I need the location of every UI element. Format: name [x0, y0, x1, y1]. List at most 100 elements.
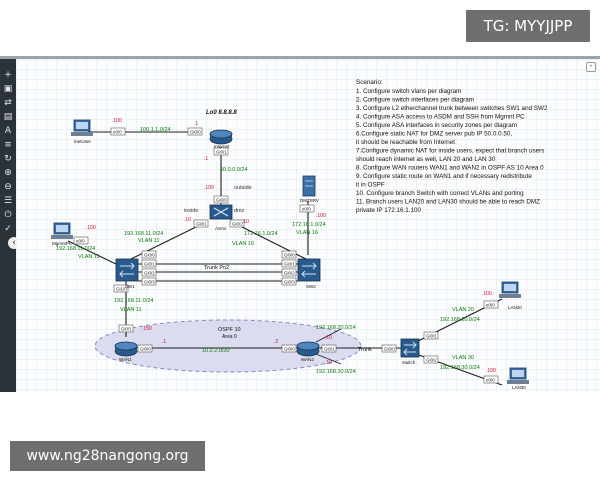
- lan30-ip: .100: [486, 368, 496, 374]
- scenario-line: 5. Configure ASA interfaces in security …: [356, 122, 517, 129]
- port-mgmtpc-e0: e0/0: [76, 239, 85, 244]
- inside-vlan-label: VLAN 11: [138, 238, 160, 244]
- refresh-icon[interactable]: ↻: [4, 154, 12, 164]
- asa-inside-octet: .10: [184, 217, 191, 223]
- ospf-area: Area 0: [222, 334, 237, 340]
- power-icon[interactable]: ⏻: [4, 210, 12, 220]
- port-wan2-g00: Gi0/0: [284, 347, 295, 352]
- port-box: [281, 250, 297, 259]
- top-border: [0, 56, 600, 59]
- asa-inside-label: inside: [184, 208, 198, 214]
- internet-outside-octet: .1: [204, 156, 208, 162]
- asa-label: ASAv: [215, 226, 227, 231]
- lan20-ip: .100: [482, 291, 492, 297]
- link-wan2-sub20: [315, 328, 342, 343]
- inetuser-label: InetUser: [74, 139, 92, 144]
- ospf-area-ellipse: [94, 319, 362, 373]
- dmzsrv-server-icon: [302, 175, 316, 197]
- port-sw1-g01: Gi0/1: [144, 262, 155, 267]
- asa-firewall-icon: [209, 204, 233, 220]
- sw2-label: SW2: [306, 284, 316, 289]
- arrows-icon[interactable]: ⇄: [4, 98, 12, 108]
- port-wan1-g01: Gi0/1: [121, 327, 132, 332]
- port-box: [381, 344, 397, 353]
- port-sw1-g03: Gi0/3: [144, 280, 155, 285]
- inetuser-ip: .100: [112, 118, 122, 124]
- asa-dmz-label: dmz: [234, 208, 245, 214]
- mgmt-vlan-label: VLAN 11: [78, 254, 100, 260]
- port-box: [113, 284, 129, 293]
- check-icon[interactable]: ✓: [4, 224, 12, 234]
- port-box: [321, 344, 337, 353]
- wan1-wan-octet: .1: [162, 339, 166, 345]
- mgmt-net-label: 192.168.11.0/24: [56, 246, 95, 252]
- port-sw1-g00: Gi0/0: [144, 253, 155, 258]
- port-box: [229, 219, 245, 228]
- scenario-line: 1. Configure switch vlans per diagram: [356, 88, 461, 95]
- text-icon[interactable]: A: [4, 126, 12, 136]
- list-icon[interactable]: ≡: [4, 140, 12, 150]
- sw1-label: SW1: [125, 284, 135, 289]
- port-box: [483, 375, 499, 384]
- scenario-line: 9. Configure static route on WAN1 and if…: [356, 173, 532, 180]
- scenario-line: should reach internet as well, LAN 20 an…: [356, 156, 496, 163]
- scenario-line: 10. Configure branch Switch with correct…: [356, 190, 524, 197]
- watermark-bottom: www.ng28nangong.org: [10, 441, 205, 471]
- wan-net-label: 10.2.2.0/30: [202, 348, 230, 354]
- port-box: [141, 250, 157, 259]
- port-sw1-g02: Gi0/2: [144, 271, 155, 276]
- wan2-30-octet: .10: [325, 360, 332, 366]
- branch-switch-icon: [400, 338, 420, 358]
- port-box: [213, 147, 229, 156]
- zoom-icon[interactable]: +: [586, 62, 596, 72]
- plus-icon[interactable]: +: [4, 70, 12, 80]
- nodes-icon[interactable]: ▣: [3, 84, 13, 94]
- port-box: [281, 344, 297, 353]
- port-switch-g01: Gi0/1: [426, 334, 437, 339]
- lan20-net-label-wan2: 192.168.20.0/24: [316, 325, 356, 331]
- topology-diagram: e0/0 Gi0/0 Gi0/1 Gi0/0 Gi0/1 Gi0/2 e0/0 …: [51, 79, 548, 390]
- outside-net-label: 50.0.0.0/24: [220, 167, 248, 173]
- asa-outside-label: outside: [234, 185, 252, 191]
- link-mgmtpc-sw1: [67, 240, 117, 265]
- list-icon[interactable]: ☰: [3, 196, 13, 206]
- lan30-pc-icon: [507, 367, 529, 384]
- port-box: [281, 277, 297, 286]
- watermark-top: TG: MYYJJPP: [466, 10, 590, 42]
- zoom-out-icon[interactable]: ⊖: [4, 182, 12, 192]
- topology-canvas[interactable]: +: [16, 59, 600, 392]
- port-box: [110, 127, 126, 136]
- lan20-label: LAN20: [508, 305, 522, 310]
- wan2-label: WAN2: [301, 357, 314, 362]
- wan2-wan-octet: .2: [274, 339, 278, 345]
- scenario-line: 6.Configure static NAT for DMZ server pu…: [356, 131, 512, 138]
- port-box: [73, 236, 89, 245]
- port-switch-g00: Gi0/0: [384, 347, 395, 352]
- port-box: [281, 268, 297, 277]
- lab-topology-app: + ▣ ⇄ ▤ A ≡ ↻ ⊕ ⊖ ☰ ⏻ ✓ ‹ +: [0, 59, 600, 392]
- zoom-in-icon[interactable]: ⊕: [4, 168, 12, 178]
- port-box: [141, 277, 157, 286]
- lan20-vlan-label: VLAN 20: [452, 307, 474, 313]
- wan1-lan-octet: .150: [142, 326, 152, 332]
- scenario-line: it in OSPF: [356, 182, 385, 189]
- trunk-po-label: Trunk Po2: [204, 265, 229, 271]
- port-lan20-e0: e0/0: [486, 303, 495, 308]
- port-box: [193, 219, 209, 228]
- ospf-title: OSPF 10: [218, 327, 241, 333]
- image-icon[interactable]: ▤: [3, 112, 13, 122]
- switch-label: Switch: [402, 360, 416, 365]
- lan30-vlan-label: VLAN 30: [452, 355, 474, 361]
- trunk-label: Trunk: [358, 347, 372, 353]
- port-inetuser-e0: e0/0: [113, 130, 122, 135]
- wan1-router-icon: [114, 341, 138, 357]
- port-sw2-g02: Gi0/2: [284, 271, 295, 276]
- scenario-line: private IP 172.16.1.100: [356, 207, 421, 214]
- dmz-vlan-label: VLAN 16: [232, 241, 254, 247]
- sw1-switch-icon: [115, 258, 139, 282]
- dmzsrv-label: DMZSRV: [300, 198, 319, 203]
- sw2-switch-icon: [297, 258, 321, 282]
- inet-net-label: 100.1.1.0/24: [140, 127, 171, 133]
- port-wan1-g00: Gi0/0: [140, 347, 151, 352]
- scenario-title: Scenario:: [356, 79, 383, 86]
